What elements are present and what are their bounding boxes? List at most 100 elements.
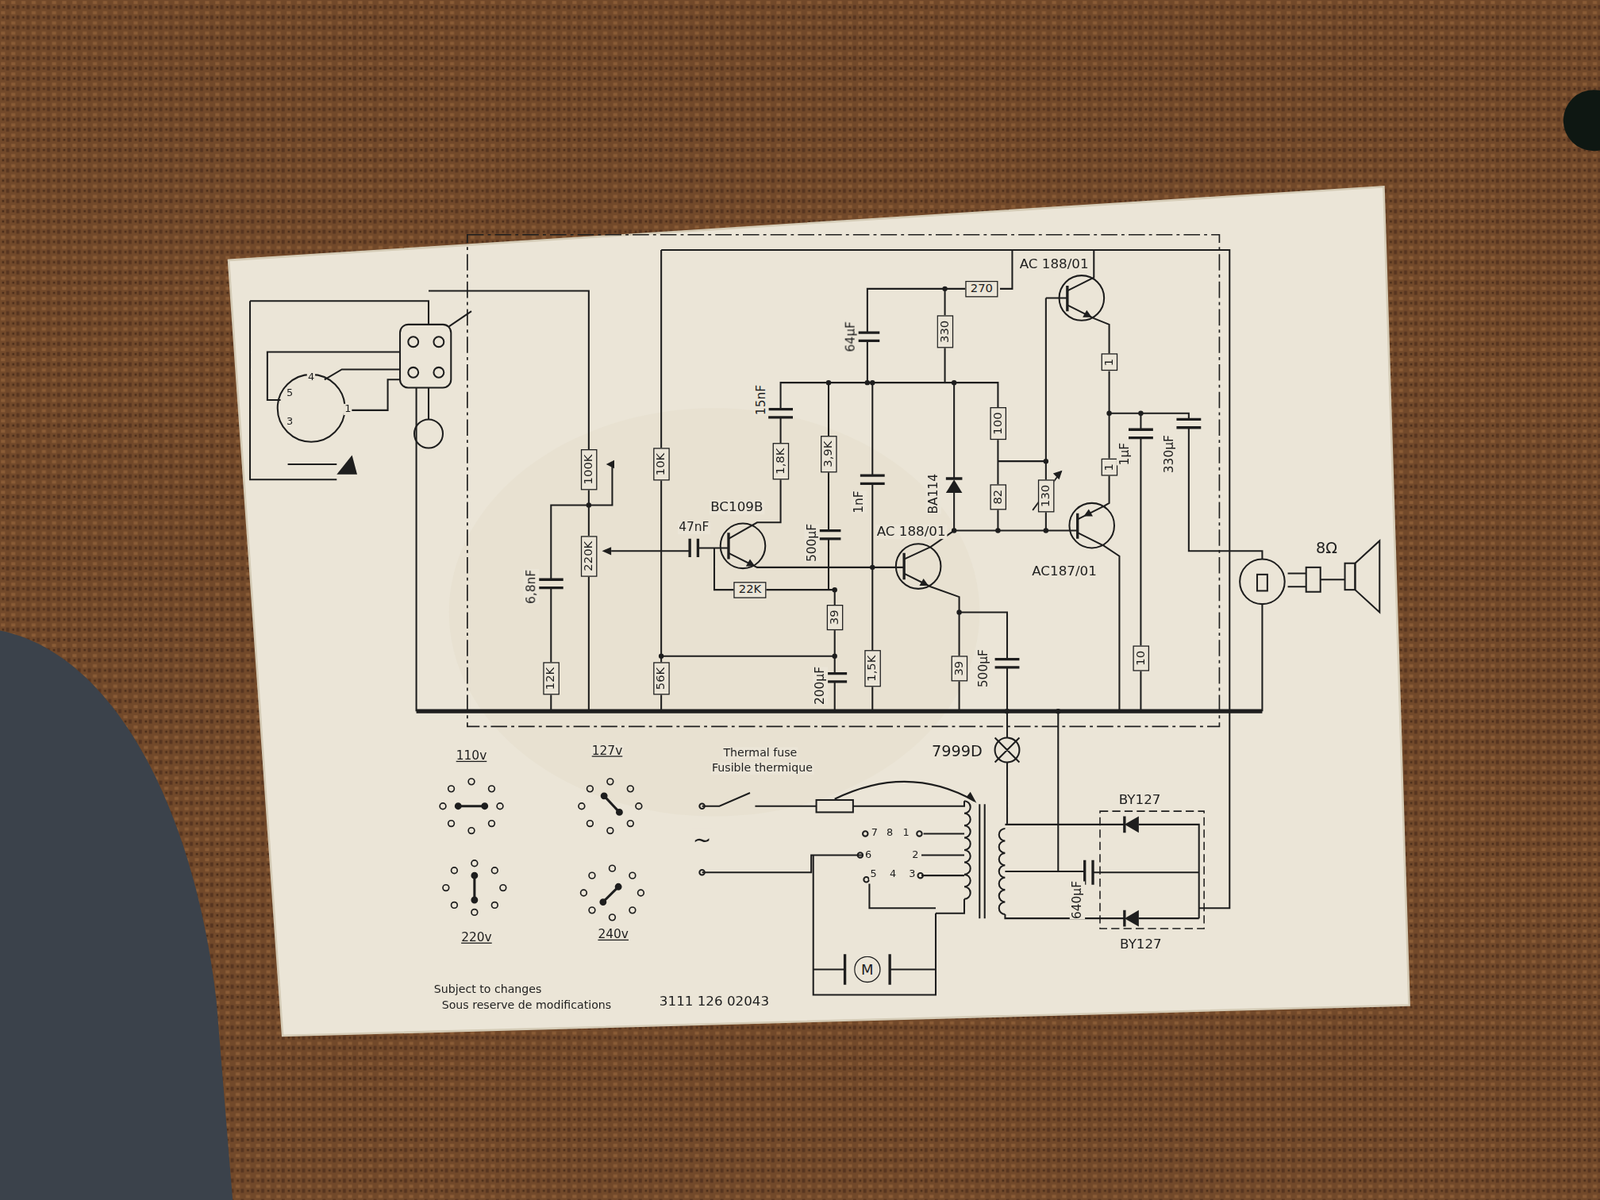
- selector-pin: [626, 820, 634, 827]
- component-label: 1µF: [1116, 442, 1132, 466]
- selector-pin: [468, 827, 475, 835]
- component-label: Subject to changes: [433, 984, 543, 997]
- speaker-cone: [1354, 540, 1380, 612]
- component-label: Sous reserve de modifications: [440, 999, 612, 1012]
- switch-contact: [407, 367, 419, 378]
- component-label: 3111 126 02043: [658, 994, 771, 1009]
- din-socket: [277, 374, 346, 443]
- component-label: ~: [691, 827, 712, 852]
- thermal-fuse: [816, 800, 854, 812]
- switch-contact: [433, 367, 444, 378]
- tap-pin: [862, 830, 868, 836]
- selector-pin: [629, 907, 636, 914]
- resistor-box: 330: [937, 315, 954, 348]
- resistor-box: 12K: [542, 661, 559, 695]
- selector-bridge: [457, 804, 485, 808]
- selector-pin: [442, 884, 450, 892]
- component-label: 8Ω: [1315, 541, 1339, 558]
- resistor-value: 1,8K: [774, 448, 787, 475]
- component-label: 5: [285, 387, 295, 399]
- component-label: 500µF: [976, 649, 992, 688]
- transistor-symbol: [1069, 503, 1115, 549]
- switch-contact: [407, 336, 419, 347]
- selector-pin: [439, 803, 447, 810]
- wire-connector: [588, 489, 590, 537]
- component-label: 15nF: [753, 384, 770, 416]
- component-label: 64µF: [843, 321, 859, 352]
- selector-pin: [451, 867, 458, 874]
- selector-pin: [578, 803, 585, 810]
- component-label: Fusible thermique: [711, 762, 814, 775]
- resistor-value: 39: [828, 609, 841, 625]
- component-label: 1: [901, 826, 911, 839]
- resistor-box: 1,8K: [773, 442, 789, 480]
- resistor-box: 270: [965, 280, 998, 297]
- transistor-symbol: [720, 523, 766, 570]
- resistor-box: 39: [826, 604, 843, 631]
- speaker-lead: [1320, 578, 1346, 581]
- mains-terminal: [699, 803, 704, 809]
- component-label: BA114: [926, 473, 942, 515]
- wire-connector: [1108, 371, 1111, 459]
- resistor-value: 10K: [655, 453, 668, 477]
- emitter-arrow: [1083, 509, 1093, 517]
- resistor-value: 3,9K: [823, 441, 835, 468]
- selector-pin: [587, 820, 594, 827]
- selector-pin: [500, 884, 507, 892]
- resistor-box: 22K: [733, 581, 766, 598]
- component-label: 6,8nF: [523, 569, 539, 604]
- selector-pin: [616, 809, 623, 816]
- component-label: 1: [343, 403, 353, 416]
- selector-pin: [471, 896, 477, 903]
- speaker-socket: [1239, 559, 1285, 605]
- resistor-value: 56K: [655, 667, 668, 691]
- resistor-box: 39: [951, 655, 968, 681]
- motor-label: M: [861, 961, 874, 977]
- resistor-value: 22K: [738, 581, 762, 597]
- resistor-value: 12K: [545, 667, 558, 691]
- speaker-magnet: [1345, 563, 1356, 590]
- component-label: 127v: [590, 744, 624, 758]
- component-label: AC 188/01: [875, 524, 947, 539]
- resistor-value: 100: [992, 411, 1004, 435]
- tap-pin: [916, 830, 922, 836]
- component-label: Thermal fuse: [722, 746, 798, 759]
- transistor-symbol: [1059, 275, 1105, 321]
- emitter-arrow: [919, 578, 929, 586]
- resistor-value: 100K: [582, 453, 595, 485]
- selector-pin: [615, 884, 622, 890]
- selector-pin: [496, 803, 504, 810]
- resistor-value: 82: [992, 489, 1004, 505]
- resistor-box: 100K: [580, 449, 597, 490]
- selector-bridge: [473, 875, 476, 900]
- diode-symbol: [1124, 910, 1139, 927]
- selector-pin: [471, 909, 478, 916]
- selector-pin: [481, 803, 488, 809]
- component-label: 110v: [454, 750, 488, 763]
- component-label: 6: [864, 850, 874, 862]
- selector-pin: [587, 785, 594, 793]
- rectifier-boundary: [1100, 811, 1204, 929]
- component-label: 4: [888, 869, 898, 881]
- paper-sheet: [228, 186, 1410, 1036]
- component-label: 200µF: [812, 666, 828, 705]
- component-label: 2: [911, 850, 920, 862]
- component-label: 500µF: [804, 523, 820, 562]
- amplifier-boundary: [467, 234, 1220, 727]
- wire-connector: [945, 288, 966, 316]
- trimmer-line: [1032, 471, 1062, 511]
- selector-pin: [638, 889, 645, 897]
- selector-pin: [626, 785, 634, 793]
- wire-group: [250, 234, 1380, 996]
- wires: [250, 250, 1307, 996]
- emitter-arrow: [1082, 310, 1093, 318]
- selector-pin: [448, 820, 455, 827]
- wire-connector: [996, 439, 999, 485]
- selector-pin: [488, 820, 496, 827]
- resistor-box: 1: [1101, 353, 1118, 371]
- symbol-fills: [336, 286, 1143, 927]
